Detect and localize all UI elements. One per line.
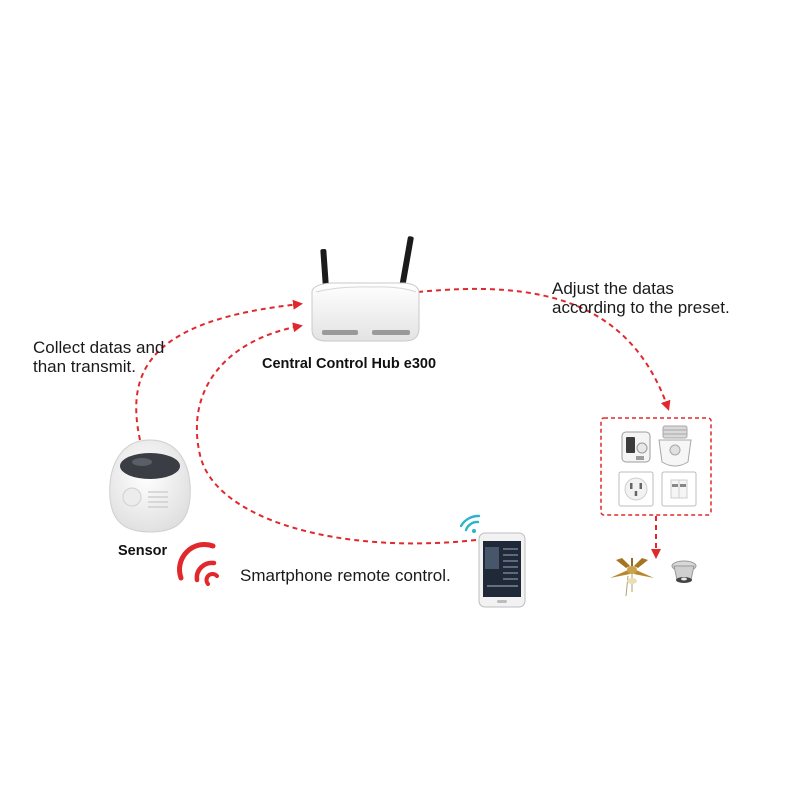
wall-switch-icon	[661, 471, 697, 507]
phone-screen-lines	[487, 548, 518, 587]
sensor-lens-shine	[132, 458, 152, 466]
annotation-adjust-line-1: Adjust the datas	[552, 279, 674, 298]
device-group	[600, 417, 712, 516]
router-vent-right	[372, 330, 410, 335]
arrow-sensor-to-hub	[135, 299, 303, 441]
arrow-phone-to-hub	[195, 322, 477, 545]
smart-bulb-socket-icon	[658, 425, 692, 467]
signal-waves-icon	[177, 542, 219, 586]
sensor-lens	[120, 453, 180, 479]
phone-home-button	[497, 600, 507, 603]
smart-plug-icon	[621, 431, 651, 463]
annotation-adjust: Adjust the datas according to the preset…	[552, 279, 730, 317]
sensor-device	[109, 439, 191, 533]
sensor-vents	[148, 491, 168, 508]
annotation-collect-line-1: Collect datas and	[33, 338, 165, 357]
wifi-icon	[459, 514, 481, 533]
phone-screen-panel	[485, 547, 499, 569]
annotation-smartphone: Smartphone remote control.	[240, 566, 451, 585]
ceiling-fan-icon	[610, 558, 654, 597]
arrow-hub-to-devices	[417, 287, 671, 411]
annotation-collect: Collect datas and than transmit.	[33, 338, 164, 376]
smartphone-device	[478, 532, 526, 608]
router-vent-left	[322, 330, 358, 335]
hub-label: Central Control Hub e300	[262, 356, 437, 372]
hub-router	[311, 236, 420, 342]
device-group-frame	[600, 417, 712, 516]
sensor-detector	[122, 487, 142, 507]
annotation-collect-line-2: than transmit.	[33, 357, 136, 376]
antenna-right	[398, 236, 414, 294]
wall-outlet-icon	[618, 471, 654, 507]
annotation-adjust-line-2: according to the preset.	[552, 298, 730, 317]
flow-arrows	[135, 287, 671, 559]
sensor-label: Sensor	[118, 543, 168, 559]
router-body	[311, 282, 420, 342]
router-top-edge	[315, 286, 417, 293]
downlight-icon	[671, 560, 697, 583]
